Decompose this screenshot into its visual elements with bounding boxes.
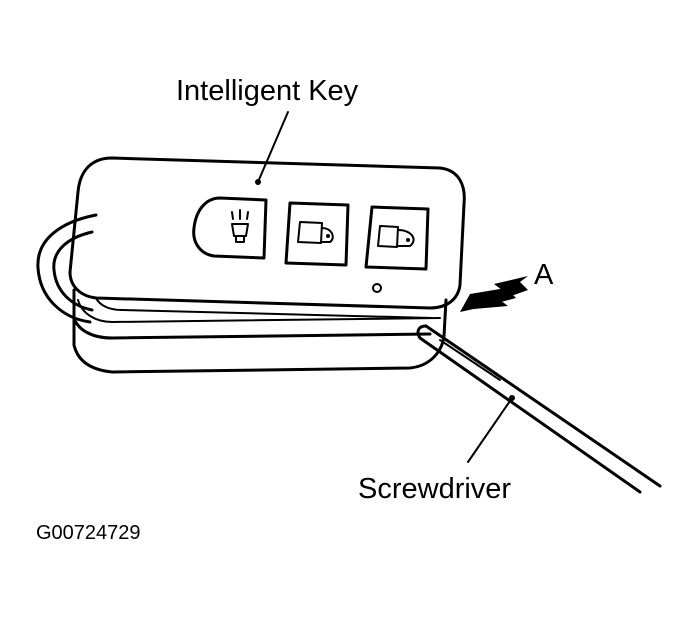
- label-screwdriver: Screwdriver: [358, 473, 511, 505]
- label-intelligent-key: Intelligent Key: [176, 75, 359, 107]
- indicator-dot: [372, 283, 382, 293]
- label-arrow-a: A: [534, 259, 554, 291]
- light-icon: [231, 209, 249, 243]
- key-ring: [36, 213, 98, 324]
- light-button: [192, 196, 268, 260]
- unlock-icon: [377, 225, 415, 248]
- lock-button: [284, 201, 350, 267]
- fob-upper-case: [68, 156, 466, 319]
- intelligent-key-leader: [257, 111, 289, 183]
- unlock-button: [364, 205, 430, 271]
- fob-lower-case: [72, 288, 448, 374]
- lock-icon: [297, 221, 334, 244]
- arrow-a: [460, 276, 528, 312]
- figure-code: G00724729: [36, 522, 141, 544]
- screwdriver-leader: [467, 397, 513, 463]
- screwdriver: [416, 324, 662, 494]
